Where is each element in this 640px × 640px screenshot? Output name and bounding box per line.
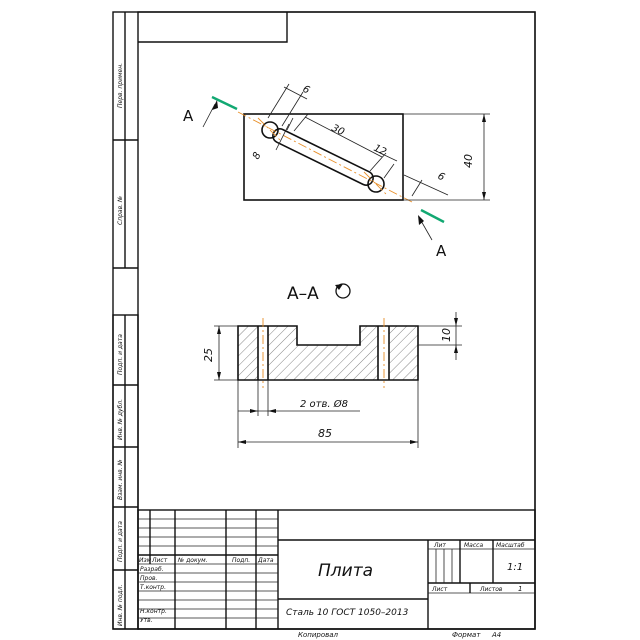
side-label-vzam: Взам. инв. №	[117, 459, 124, 500]
section-view: A–A 25 10	[202, 283, 462, 448]
top-left-box	[138, 12, 288, 43]
plate-outline	[243, 113, 404, 201]
side-label-dubl: Инв. № дубл.	[117, 399, 124, 440]
sheets-value: 1	[518, 585, 522, 593]
dim-10: 10	[440, 328, 453, 342]
footer-format-label: Формат	[452, 631, 481, 639]
header-mass: Масса	[464, 542, 483, 549]
dim-40: 40	[462, 154, 475, 168]
dim-6-right: 6	[436, 171, 447, 184]
part-name: Плита	[318, 561, 373, 581]
dim-holes: 2 отв. Ø8	[300, 398, 348, 410]
section-body	[238, 326, 418, 380]
header-lit: Лит	[433, 542, 446, 549]
cut-line-start	[211, 95, 238, 111]
hole-left	[261, 121, 279, 139]
sheets-label: Листов	[479, 586, 503, 593]
role-dev: Разраб.	[140, 566, 164, 573]
dim-30: 30	[330, 123, 346, 138]
role-approve: Утв.	[140, 617, 153, 624]
plan-view: A A 6 30 12 8 6 40	[183, 83, 490, 260]
sheet-label: Лист	[431, 586, 448, 593]
side-label-podl: Инв. № подл.	[117, 585, 124, 626]
slot-outline	[272, 128, 374, 186]
side-strip: Перв. примен. Справ. № Подп. и дата Инв.…	[112, 12, 139, 630]
dim-25: 25	[202, 348, 215, 362]
footer-copied: Копировал	[298, 631, 339, 639]
footer-format-value: A4	[491, 631, 501, 639]
col-sign: Подп.	[232, 557, 250, 564]
part-material: Сталь 10 ГОСТ 1050–2013	[286, 608, 409, 618]
dim-6-top: 6	[301, 84, 312, 97]
col-doc: № докум.	[177, 557, 208, 564]
col-date: Дата	[257, 557, 274, 564]
scale-value: 1:1	[507, 562, 523, 573]
side-label-perv: Перв. примен.	[117, 63, 124, 108]
side-label-podp1: Подп. и дата	[117, 334, 124, 375]
dim-8: 8	[251, 151, 264, 162]
role-tcontrol: Т.контр.	[140, 584, 166, 591]
hole-right	[367, 175, 385, 193]
header-scale: Масштаб	[496, 542, 525, 549]
col-list: Лист	[151, 557, 168, 564]
cut-line-end	[420, 208, 445, 224]
side-label-sprav: Справ. №	[117, 196, 124, 225]
cut-marker-a-top: A	[183, 107, 194, 125]
dim-12: 12	[372, 143, 388, 158]
section-title: A–A	[287, 284, 319, 304]
cut-marker-a-bottom: A	[436, 242, 447, 260]
inner-frame	[137, 11, 536, 630]
role-check: Пров.	[140, 575, 158, 582]
title-block: Изм Лист № докум. Подп. Дата Разраб. Про…	[137, 509, 536, 630]
dim-85: 85	[318, 427, 332, 440]
outer-frame	[112, 11, 536, 630]
side-label-podp2: Подп. и дата	[117, 521, 124, 562]
col-izm: Изм	[139, 557, 152, 564]
role-ncontrol: Н.контр.	[140, 608, 167, 615]
